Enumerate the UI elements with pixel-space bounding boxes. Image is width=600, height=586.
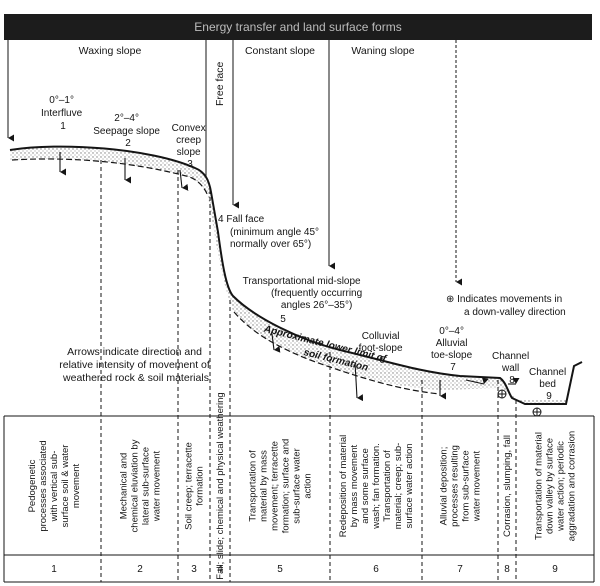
process-line-3-2: formation bbox=[195, 466, 206, 506]
process-line-2-3: lateral sub-surface bbox=[141, 447, 152, 525]
zone-dividers bbox=[7, 40, 462, 286]
zone-constant-slope: Constant slope bbox=[245, 45, 315, 57]
process-line-7-1: Alluvial deposition; bbox=[439, 447, 450, 526]
process-line-2-2: chemical eluviation by bbox=[130, 439, 141, 532]
unit-9-label: Channel bed 9 bbox=[529, 367, 569, 402]
unit-6-label: Colluvial foot-slope 6 bbox=[359, 331, 406, 366]
process-line-7-3: from sub-surface bbox=[461, 450, 472, 521]
process-line-1-2: processes associated bbox=[38, 440, 49, 531]
process-line-9-3: water action; periodic bbox=[556, 441, 567, 532]
process-line-9-1: Transportation of material bbox=[534, 432, 545, 540]
process-id-7: 7 bbox=[457, 564, 463, 575]
process-id-8: 8 bbox=[504, 564, 510, 575]
slope-profile bbox=[9, 145, 583, 405]
process-id-6: 6 bbox=[373, 564, 379, 575]
process-line-6-3: and some surface bbox=[360, 448, 371, 524]
process-line-7-2: processes resulting bbox=[450, 445, 461, 527]
zone-waxing-slope: Waxing slope bbox=[79, 45, 142, 57]
process-line-5-5: sub-surface water bbox=[292, 448, 303, 524]
process-id-4: 4 bbox=[217, 564, 223, 575]
process-line-6-2: by mass movement bbox=[349, 444, 360, 527]
header-title: Energy transfer and land surface forms bbox=[194, 20, 401, 34]
process-line-4-1: Fall; slide; chemical and physical weath… bbox=[215, 392, 226, 579]
zone-waning-slope: Waning slope bbox=[351, 45, 414, 57]
process-id-5: 5 bbox=[277, 564, 283, 575]
movement-arrows bbox=[59, 152, 520, 402]
process-line-5-4: formation; surface and bbox=[281, 439, 292, 534]
process-line-1-5: movement bbox=[71, 463, 82, 508]
unit-5-label: Transportational mid-slope (frequently o… bbox=[243, 276, 365, 325]
legend-note: ⊕ Indicates movements in a down-valley d… bbox=[446, 294, 566, 318]
process-line-7-4: water movement bbox=[472, 451, 483, 523]
process-line-5-3: movement; terracette bbox=[270, 441, 281, 531]
lower-limit-of-soil-formation bbox=[11, 158, 441, 395]
unit-8-label: Channel wall 8 bbox=[492, 351, 532, 386]
unit-2-label: 2°–4° Seepage slope 2 bbox=[93, 113, 163, 149]
unit-3-label: Convex creep slope 3 bbox=[172, 123, 209, 170]
process-line-5-6: action bbox=[303, 473, 314, 498]
process-ids: 1 2 3 4 5 6 7 8 9 bbox=[51, 564, 558, 575]
process-id-2: 2 bbox=[137, 564, 143, 575]
slope-unit-labels: 0°–1° Interfluve 1 2°–4° Seepage slope 2… bbox=[41, 95, 569, 402]
arrows-note: Arrows indicate direction and relative i… bbox=[59, 346, 213, 384]
process-line-2-4: water movement bbox=[152, 451, 163, 523]
ground-surface bbox=[9, 145, 583, 405]
process-line-9-2: down valley by surface bbox=[545, 438, 556, 534]
process-line-1-4: surface soil & water bbox=[60, 445, 71, 528]
process-column-dividers bbox=[100, 160, 517, 582]
header-bar: Energy transfer and land surface forms bbox=[4, 14, 592, 40]
unit-7-label: 0°–4° Alluvial toe-slope 7 bbox=[431, 326, 475, 373]
process-line-1-1: Pedogenetic bbox=[27, 459, 38, 512]
process-line-1-3: with vertical sub- bbox=[49, 451, 60, 523]
process-line-5-2: material by mass bbox=[259, 450, 270, 522]
process-line-6-7: surface water action bbox=[404, 443, 415, 528]
process-line-8-1: Corrasion, slumping, fall bbox=[502, 435, 513, 537]
process-line-3-1: Soil creep; terracette bbox=[184, 442, 195, 530]
process-id-1: 1 bbox=[51, 564, 57, 575]
process-line-5-1: Transportation of bbox=[248, 450, 259, 522]
unit-4-label: 4 Fall face (minimum angle 45° normally … bbox=[218, 214, 322, 250]
unit-1-label: 0°–1° Interfluve 1 bbox=[41, 95, 85, 132]
process-line-9-4: aggradation and corrasion bbox=[567, 431, 578, 541]
zone-free-face: Free face bbox=[214, 61, 226, 106]
process-table bbox=[3, 415, 595, 583]
process-line-6-1: Redeposition of material bbox=[338, 435, 349, 537]
process-id-3: 3 bbox=[191, 564, 197, 575]
process-line-6-6: material; creep; sub- bbox=[393, 443, 404, 530]
process-line-6-5: Transportation of bbox=[382, 450, 393, 522]
process-line-6-4: wash; fan formation. bbox=[371, 443, 382, 530]
process-line-2-1: Mechanical and bbox=[119, 453, 130, 520]
process-id-9: 9 bbox=[552, 564, 558, 575]
